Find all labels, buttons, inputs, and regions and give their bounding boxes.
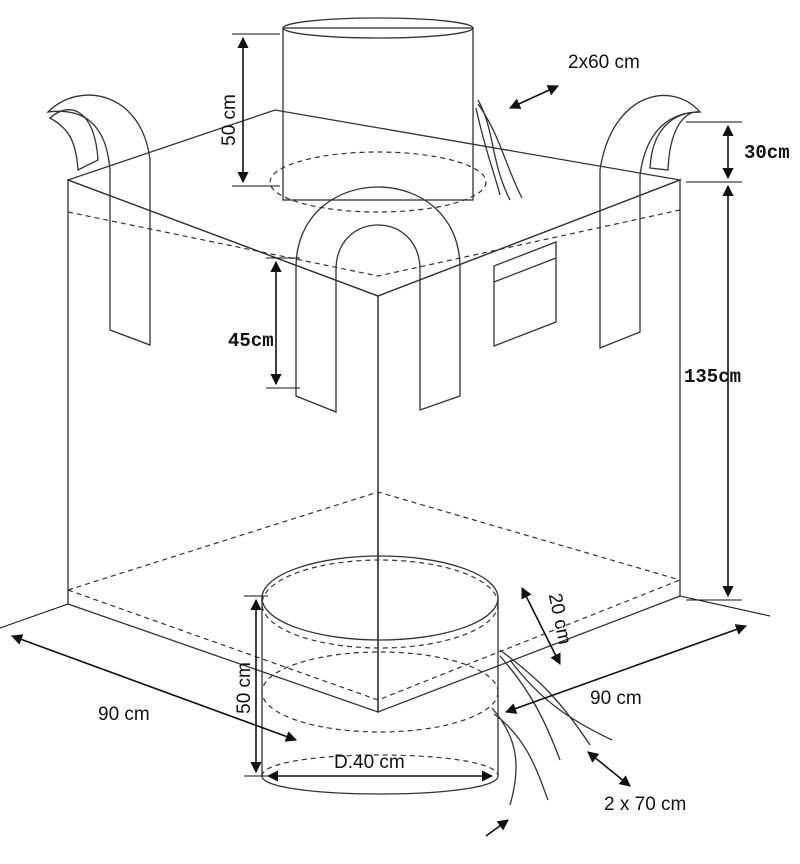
top-seam-dashed bbox=[67, 209, 681, 277]
dim-tie-length-lower bbox=[485, 819, 509, 837]
loop-back-left bbox=[46, 94, 151, 346]
label-width-left: 90 cm bbox=[98, 704, 150, 725]
label-loop-height: 30cm bbox=[744, 142, 790, 164]
dim-loop-width bbox=[508, 85, 560, 109]
loop-front bbox=[295, 186, 461, 413]
document-pocket bbox=[493, 241, 557, 347]
dim-tie-length bbox=[587, 751, 631, 787]
dim-width-left bbox=[10, 634, 298, 742]
label-top-spout-height: 50 cm bbox=[219, 94, 240, 146]
bottom-spout-base bbox=[261, 775, 499, 795]
top-spout-opening bbox=[282, 17, 474, 39]
label-bottom-spout-height: 50 cm bbox=[234, 662, 255, 714]
loop-back-right-inner bbox=[649, 111, 701, 171]
loop-back-left-inner bbox=[48, 109, 99, 172]
left-panel bbox=[67, 179, 379, 713]
label-spout-diameter: D.40 cm bbox=[334, 752, 405, 773]
label-bag-height: 135cm bbox=[684, 366, 741, 388]
top-spout bbox=[269, 17, 523, 213]
top-spout-tie bbox=[475, 99, 523, 201]
loop-back-right bbox=[599, 94, 702, 349]
bottom-spout-tie-lower bbox=[491, 707, 549, 806]
bottom-spout-mid-dashed bbox=[261, 651, 499, 733]
bottom-spout-ring bbox=[261, 555, 499, 641]
right-panel bbox=[377, 179, 681, 713]
bottom-spout-tube bbox=[261, 596, 499, 776]
dim-width-right bbox=[504, 624, 748, 714]
dimension-labels: 50 cm 2x60 cm 30cm 135cm 45cm 20 cm 50 c… bbox=[98, 52, 790, 815]
top-spout-tube bbox=[282, 27, 474, 201]
pocket-frame bbox=[493, 241, 557, 347]
label-width-right: 90 cm bbox=[590, 688, 642, 709]
top-panel bbox=[66, 109, 683, 297]
lifting-loops bbox=[46, 94, 702, 413]
bottom-spout-top-dashed bbox=[261, 559, 499, 649]
label-bottom-tie: 20 cm bbox=[544, 591, 575, 646]
top-spout-base-dashed bbox=[269, 151, 487, 213]
pocket-flap bbox=[493, 257, 557, 283]
bottom-seam-dashed bbox=[67, 491, 681, 591]
dimension-lines bbox=[0, 33, 771, 837]
label-loop-attachment: 45cm bbox=[228, 330, 274, 352]
label-loop-width: 2x60 cm bbox=[568, 52, 640, 73]
label-tie-length: 2 x 70 cm bbox=[604, 794, 686, 815]
